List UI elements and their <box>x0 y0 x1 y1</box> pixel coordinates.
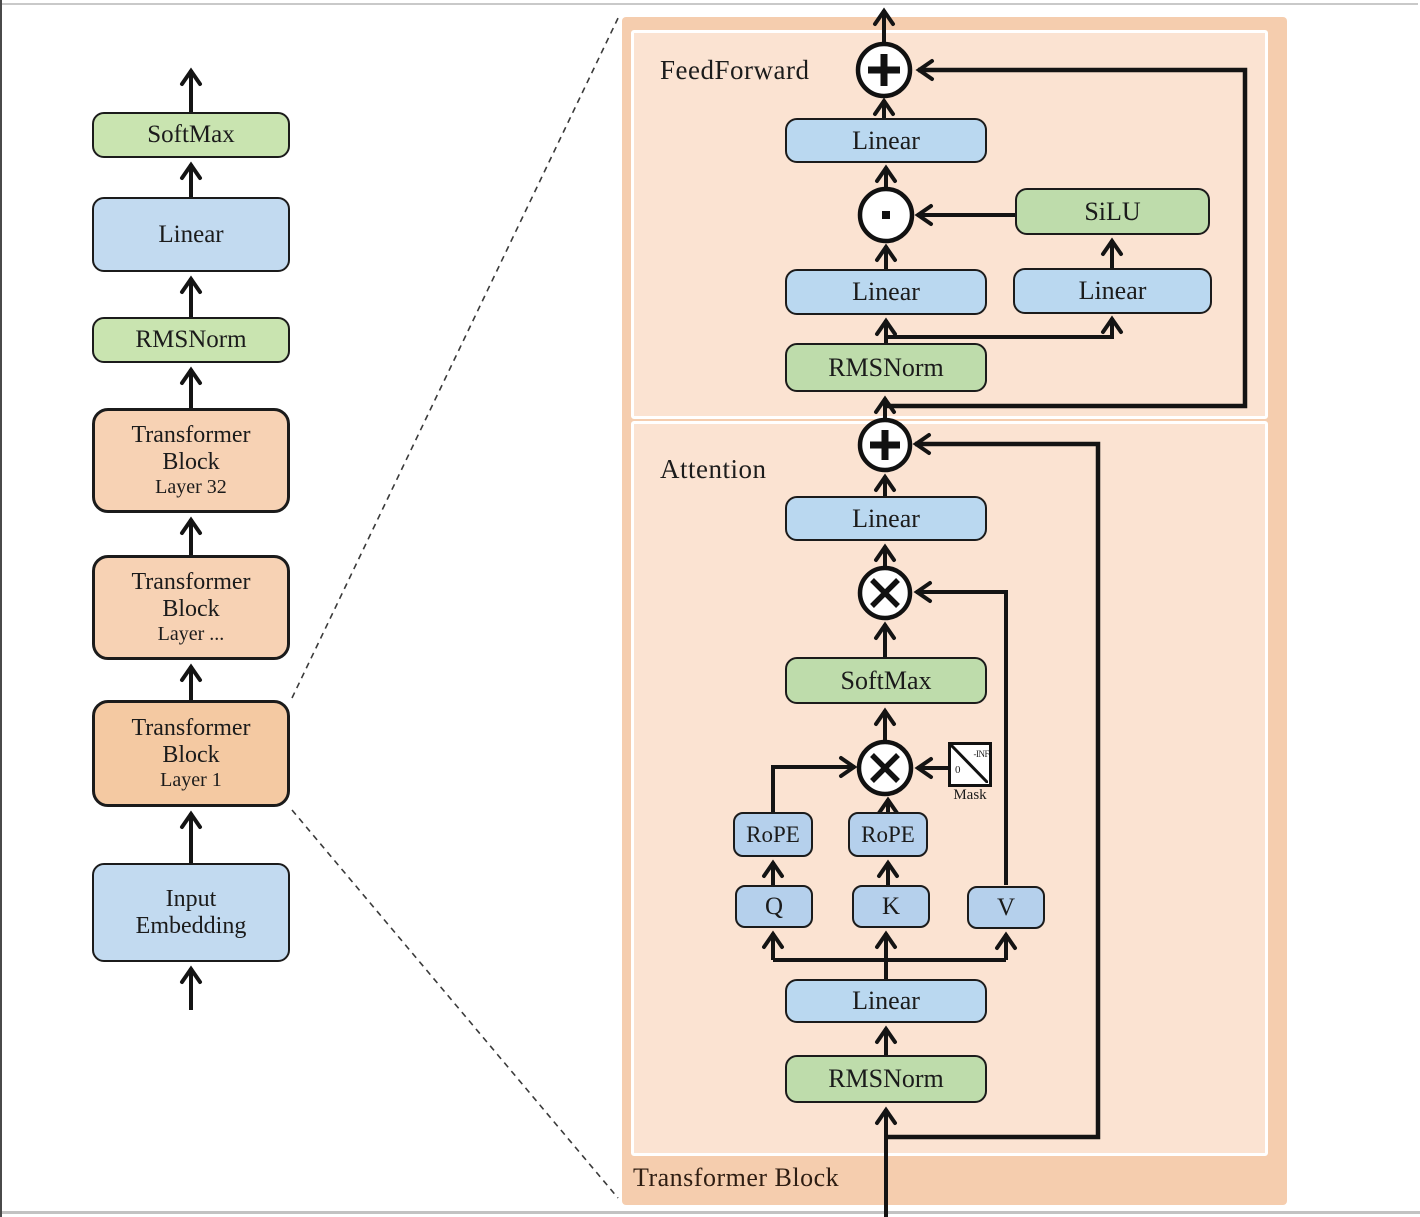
zoom-guide-top <box>291 13 621 699</box>
ff-linear-gate-text: Linear <box>852 277 920 307</box>
zoom-guide-lines <box>291 13 621 1199</box>
ff-linear-up-text: Linear <box>1078 276 1147 306</box>
ff-linear-down-text: Linear <box>852 125 920 155</box>
attn-rmsnorm-block: RMSNorm <box>785 1055 987 1103</box>
q-block: Q <box>735 885 813 928</box>
mask-label: Mask <box>953 787 987 803</box>
mask-diagonal <box>951 745 988 783</box>
input-embedding-line2: Embedding <box>135 912 247 939</box>
transformer-block-layer1: Transformer Block Layer 1 <box>92 700 290 807</box>
left-linear-block: Linear <box>92 197 290 272</box>
ff-rmsnorm-block: RMSNorm <box>785 343 987 392</box>
ff-linear-gate-block: Linear <box>785 269 987 315</box>
ff-silu-text: SiLU <box>1084 196 1141 226</box>
tb32-line2: Block <box>162 449 220 475</box>
tbmid-line1: Transformer <box>131 569 251 596</box>
tb32-line3: Layer 32 <box>155 475 227 498</box>
attn-softmax-block: SoftMax <box>785 657 987 704</box>
rope-q-text: RoPE <box>746 821 800 847</box>
rope-q-block: RoPE <box>733 812 813 857</box>
k-text: K <box>881 892 901 920</box>
ff-linear-up-block: Linear <box>1013 268 1212 314</box>
ff-linear-down-block: Linear <box>785 118 987 163</box>
left-rmsnorm-block: RMSNorm <box>92 317 290 363</box>
attention-label: Attention <box>660 454 767 484</box>
left-rmsnorm-text: RMSNorm <box>135 326 247 353</box>
frame-left-edge <box>0 0 2 1217</box>
attn-linear-in-text: Linear <box>852 986 920 1016</box>
tbmid-line3: Layer ... <box>157 622 225 645</box>
tb1-line3: Layer 1 <box>160 768 222 791</box>
attn-linear-out-text: Linear <box>852 503 920 533</box>
v-text: V <box>996 893 1016 921</box>
tb32-line1: Transformer <box>131 422 251 449</box>
v-block: V <box>967 886 1045 929</box>
mask-icon: 0 -INF <box>948 742 992 787</box>
tbmid-line2: Block <box>162 596 220 622</box>
ff-silu-block: SiLU <box>1015 188 1210 235</box>
attn-linear-in-block: Linear <box>785 979 987 1023</box>
q-text: Q <box>764 892 784 920</box>
attn-softmax-text: SoftMax <box>840 665 932 695</box>
left-softmax-text: SoftMax <box>147 121 235 148</box>
attn-rmsnorm-text: RMSNorm <box>828 1064 944 1094</box>
left-linear-text: Linear <box>158 220 224 248</box>
transformer-block-layer32: Transformer Block Layer 32 <box>92 408 290 513</box>
input-embedding-line1: Input <box>165 885 217 912</box>
frame-top-edge <box>2 3 1418 5</box>
tb1-line1: Transformer <box>131 715 251 742</box>
tb1-line2: Block <box>162 742 220 768</box>
rope-k-text: RoPE <box>861 821 915 847</box>
input-embedding-block: Input Embedding <box>92 863 290 962</box>
zoom-guide-bottom <box>291 809 619 1199</box>
left-softmax-block: SoftMax <box>92 112 290 158</box>
feedforward-label: FeedForward <box>660 55 810 85</box>
attn-linear-out-block: Linear <box>785 496 987 541</box>
ff-rmsnorm-text: RMSNorm <box>828 352 944 382</box>
mask-neginf-text: -INF <box>973 749 990 759</box>
mask-zero-text: 0 <box>955 764 961 776</box>
frame-bottom-edge <box>0 1211 1420 1214</box>
k-block: K <box>852 885 930 928</box>
transformer-block-label: Transformer Block <box>633 1163 840 1192</box>
transformer-block-layer-dots: Transformer Block Layer ... <box>92 555 290 660</box>
rope-k-block: RoPE <box>848 812 928 857</box>
